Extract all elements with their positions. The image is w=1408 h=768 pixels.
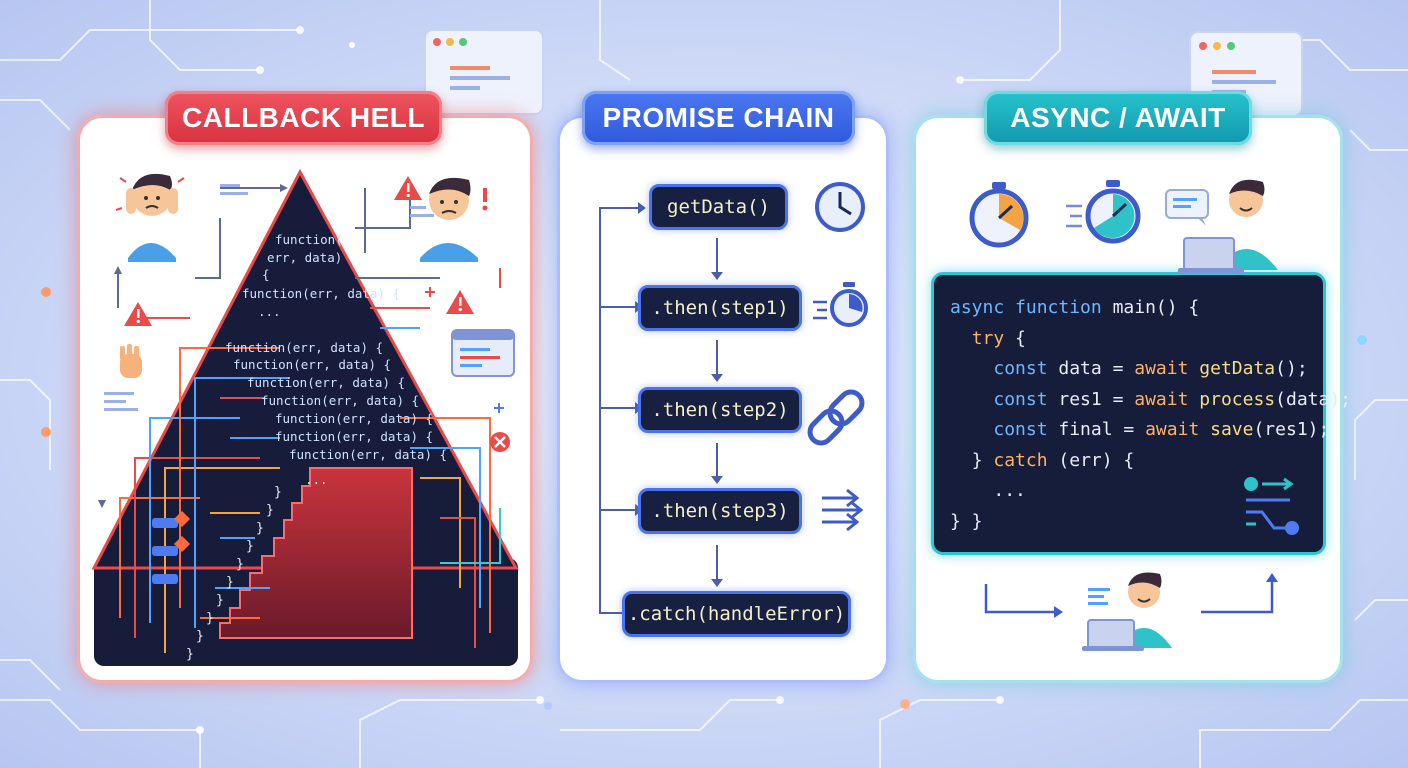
callback-code-line: err, data) — [267, 250, 342, 265]
promise-step-then1: .then(step1) — [638, 285, 802, 331]
stopwatch-icon — [969, 182, 1029, 248]
callback-code-line: function(err, data) { — [225, 340, 383, 355]
clock-icon — [815, 182, 865, 232]
code-text: (err) { — [1047, 449, 1135, 471]
callback-code-line: { — [262, 267, 270, 282]
async-code-line: const data = await getData(); — [950, 354, 1323, 385]
closing-brace: } — [256, 521, 264, 536]
promise-step-then3: .then(step3) — [638, 488, 802, 534]
code-text: (res1); — [1253, 419, 1330, 440]
closing-brace: } — [266, 503, 274, 518]
stopwatch-icon — [1066, 180, 1141, 244]
closing-brace: } — [226, 575, 234, 590]
closing-brace: } — [206, 611, 214, 626]
stopwatch-icon — [813, 282, 868, 327]
promise-step-catch: .catch(handleError) — [622, 591, 851, 637]
async-code-line: ... — [950, 476, 1323, 507]
closing-brace: } — [274, 485, 282, 500]
async-code-line: try { — [950, 324, 1323, 355]
closing-brace: } — [196, 629, 204, 644]
async-await-illustration — [969, 179, 1299, 651]
async-code-line: } catch (err) { — [950, 446, 1323, 477]
callback-hell-title: CALLBACK HELL — [165, 91, 442, 145]
callback-hell-illustration: function( err, data) { function(err, dat… — [91, 168, 519, 666]
chain-link-icon — [807, 389, 865, 446]
code-text: } — [971, 449, 994, 471]
code-await: await — [1134, 358, 1189, 379]
code-keyword: const — [993, 388, 1048, 410]
code-text: ... — [993, 480, 1026, 501]
code-await: await — [1145, 419, 1200, 440]
callback-code-line: function(err, data) { — [275, 429, 433, 444]
async-await-title: ASYNC / AWAIT — [984, 91, 1252, 145]
closing-brace: } — [216, 593, 224, 608]
code-keyword: function — [1015, 297, 1102, 318]
code-text: final = — [1047, 419, 1146, 440]
code-await: await — [1134, 388, 1189, 410]
code-keyword: async — [950, 297, 1005, 318]
developer-laptop-icon — [1178, 179, 1278, 273]
worried-developer-icon — [420, 177, 488, 262]
code-keyword: const — [993, 358, 1048, 379]
callback-code-line: function(err, data) { — [275, 411, 433, 426]
async-code-line: const res1 = await process(data); — [950, 385, 1351, 416]
code-window-icon — [451, 329, 515, 377]
code-text: (); — [1275, 358, 1308, 379]
code-function: getData — [1188, 358, 1276, 379]
code-function: process — [1188, 388, 1276, 410]
callback-code-line: function(err, data) { — [261, 393, 419, 408]
callback-code-line: function(err, data) { — [289, 447, 447, 462]
code-text: main() { — [1101, 297, 1200, 318]
code-text: { — [1004, 327, 1026, 349]
developer-laptop-icon — [1082, 572, 1172, 651]
async-code-line: const final = await save(res1); — [950, 415, 1329, 446]
warning-icon — [124, 302, 152, 326]
fast-arrows-icon — [822, 488, 864, 532]
closing-brace: } — [246, 539, 254, 554]
stressed-developer-icon — [115, 173, 185, 262]
callback-code-line: function( — [275, 232, 343, 247]
flow-icon — [1244, 477, 1299, 535]
code-text: } } — [950, 510, 983, 532]
async-await-code-block: async function main() { try { const data… — [931, 272, 1351, 555]
code-keyword: const — [993, 419, 1048, 440]
warning-icon — [446, 290, 474, 314]
closing-brace: } — [236, 557, 244, 572]
promise-chain-title: PROMISE CHAIN — [582, 91, 855, 145]
callback-code-line: function(err, data) { — [233, 357, 391, 372]
callback-code-line: function(err, data) { — [247, 375, 405, 390]
code-text: res1 = — [1047, 388, 1135, 410]
closing-brace: } — [186, 647, 194, 662]
promise-chain-connectors — [599, 182, 868, 614]
promise-step-then2: .then(step2) — [638, 387, 802, 433]
async-code-line: async function main() { — [950, 293, 1323, 324]
callback-code-line: function(err, data) { — [242, 286, 400, 301]
chat-bubble-icon — [1165, 189, 1209, 226]
code-keyword: try — [971, 327, 1005, 349]
code-function: save — [1199, 419, 1254, 440]
hand-icon — [120, 344, 142, 378]
callback-inner-ellipsis: ... — [305, 472, 328, 487]
code-keyword: catch — [993, 449, 1048, 471]
code-text: data = — [1047, 358, 1135, 379]
error-icon — [490, 432, 510, 452]
code-text: (data); — [1275, 388, 1351, 410]
promise-step-getdata: getData() — [649, 184, 788, 230]
callback-code-line: ... — [258, 304, 281, 319]
warning-icon — [394, 176, 422, 200]
async-code-line: } } — [950, 507, 1323, 538]
